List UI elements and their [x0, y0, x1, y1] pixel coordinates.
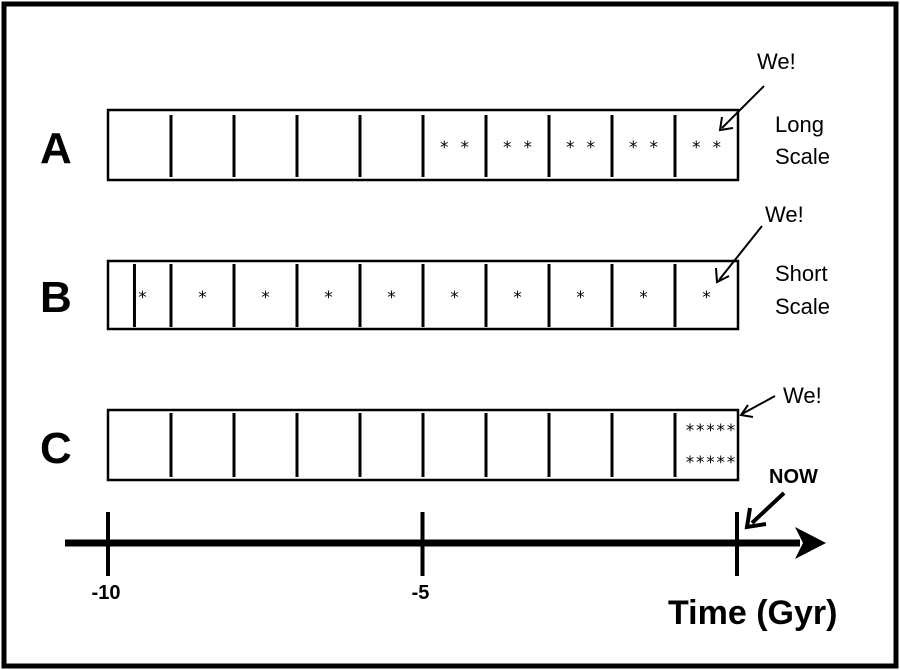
- row-b-box: [106, 259, 740, 331]
- row-a-box: [106, 108, 740, 182]
- row-b: B * * * * * * * * * * Short Scale We!: [40, 202, 830, 331]
- row-c-stars: *****: [685, 453, 736, 473]
- row-c-box: [106, 408, 740, 482]
- row-a-stars: * *: [439, 138, 470, 158]
- row-b-cells: * * * * * * * * * *: [132, 264, 712, 327]
- row-b-stars: *: [575, 288, 585, 308]
- row-b-stars: *: [638, 288, 648, 308]
- axis-tick-label: -10: [92, 582, 121, 604]
- row-b-stars: *: [701, 288, 711, 308]
- row-a: A * * * * * * * * * * Long Scale We!: [40, 49, 830, 182]
- row-b-stars: *: [137, 288, 147, 308]
- row-b-label-line1: Short: [775, 261, 828, 286]
- row-b-stars: *: [386, 288, 396, 308]
- row-a-we-label: We!: [757, 49, 796, 74]
- row-c-we-arrow: [741, 395, 776, 415]
- axis-title: Time (Gyr): [668, 594, 837, 632]
- row-a-we-arrowhead: [718, 116, 734, 132]
- row-b-we-arrowhead: [715, 267, 730, 284]
- row-c: C ***** ***** We!: [40, 383, 822, 482]
- row-b-stars: *: [512, 288, 522, 308]
- row-b-stars: *: [197, 288, 207, 308]
- row-a-stars: * *: [502, 138, 533, 158]
- row-letter-c: C: [40, 424, 72, 473]
- row-b-stars: *: [449, 288, 459, 308]
- row-a-label-line1: Long: [775, 112, 824, 137]
- row-c-we-arrowhead: [739, 404, 754, 418]
- axis-tick-label: -5: [412, 582, 430, 604]
- row-a-we-arrow: [721, 85, 765, 129]
- row-a-stars: * *: [628, 138, 659, 158]
- row-b-label-line2: Scale: [775, 294, 830, 319]
- row-b-stars: *: [260, 288, 270, 308]
- row-c-we-label: We!: [783, 383, 822, 408]
- row-a-stars: * *: [691, 138, 722, 158]
- row-letter-a: A: [40, 124, 72, 173]
- row-c-cells: ***** *****: [169, 413, 736, 477]
- row-b-we-arrow: [718, 225, 763, 281]
- axis-ticks: -10 -5: [92, 512, 739, 604]
- time-axis: -10 -5 NOW Time (Gyr): [65, 466, 837, 632]
- row-c-stars: *****: [685, 421, 736, 441]
- row-a-cells: * * * * * * * * * *: [169, 115, 722, 177]
- row-b-we-label: We!: [765, 202, 804, 227]
- row-a-label-line2: Scale: [775, 144, 830, 169]
- time-axis-arrowhead: [795, 527, 826, 559]
- row-b-stars: *: [323, 288, 333, 308]
- row-letter-b: B: [40, 273, 72, 322]
- now-arrow: [750, 491, 786, 525]
- row-a-stars: * *: [565, 138, 596, 158]
- now-label: NOW: [769, 466, 818, 488]
- now-arrowhead: [744, 507, 767, 530]
